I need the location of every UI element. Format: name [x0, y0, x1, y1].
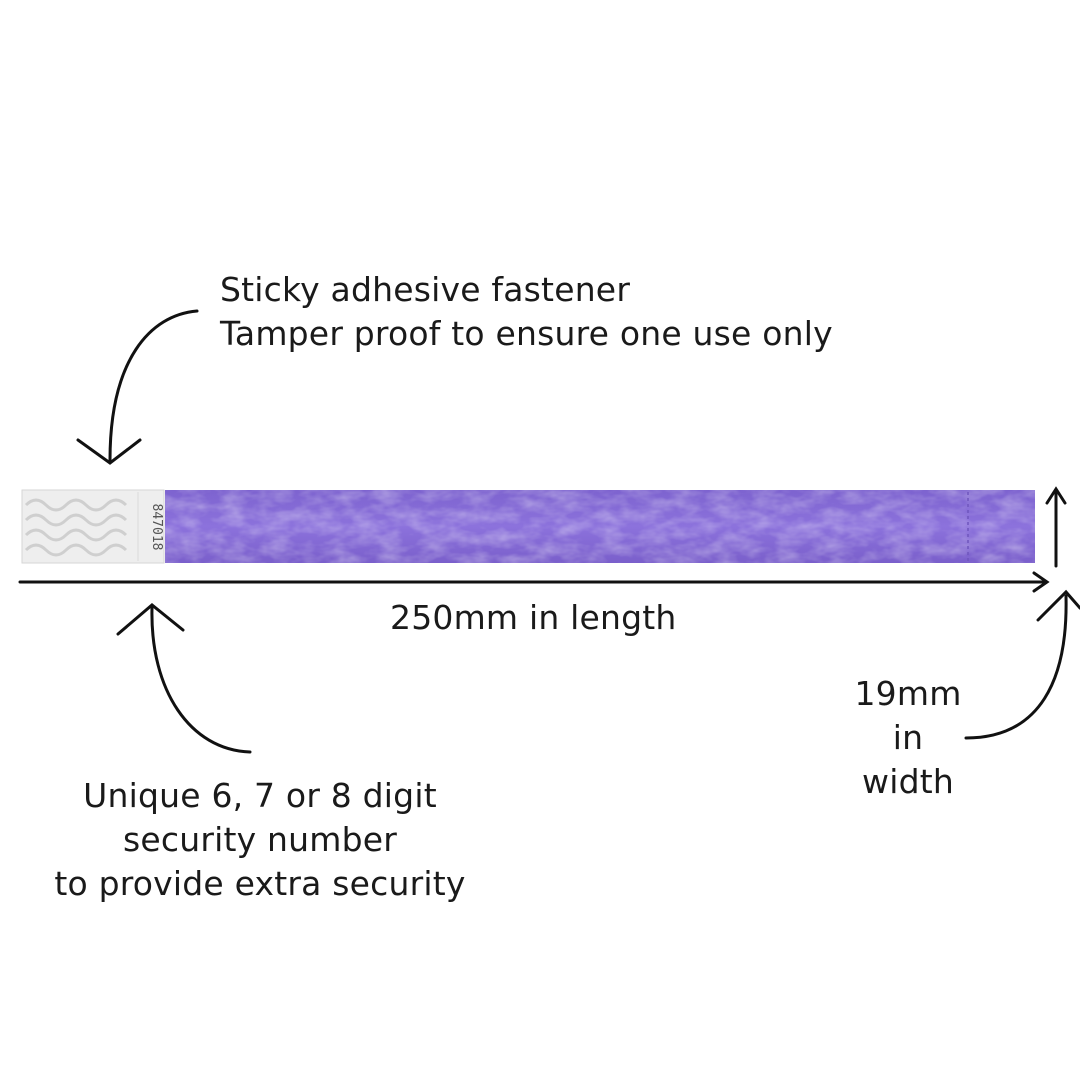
- fastener-annotation-line1: Sticky adhesive fastener: [220, 270, 631, 309]
- width-arrow: [1045, 486, 1067, 568]
- fastener-pointer-arrow: [76, 309, 199, 465]
- fastener-annotation-line2: Tamper proof to ensure one use only: [220, 314, 833, 353]
- width-pointer-arrow: [964, 589, 1080, 740]
- tab-wave-pattern: [24, 498, 128, 557]
- wristband: 847018: [21, 489, 1035, 564]
- security-serial-number: 847018: [149, 504, 164, 551]
- length-arrow: [18, 571, 1050, 593]
- band-fiber-texture: [165, 490, 1035, 563]
- security-annotation-line3: to provide extra security: [54, 864, 466, 903]
- security-annotation-line1: Unique 6, 7 or 8 digit: [83, 776, 437, 815]
- width-annotation-line1: 19mm: [854, 674, 962, 713]
- security-pointer-arrow: [116, 603, 252, 754]
- width-annotation-line3: width: [862, 762, 954, 801]
- width-annotation: 19mm in width: [848, 672, 968, 804]
- security-annotation: Unique 6, 7 or 8 digit security number t…: [40, 774, 480, 906]
- security-annotation-line2: security number: [122, 820, 398, 859]
- width-annotation-line2: in: [892, 718, 924, 757]
- length-annotation: 250mm in length: [390, 598, 677, 637]
- fastener-annotation: Sticky adhesive fastener Tamper proof to…: [220, 268, 833, 356]
